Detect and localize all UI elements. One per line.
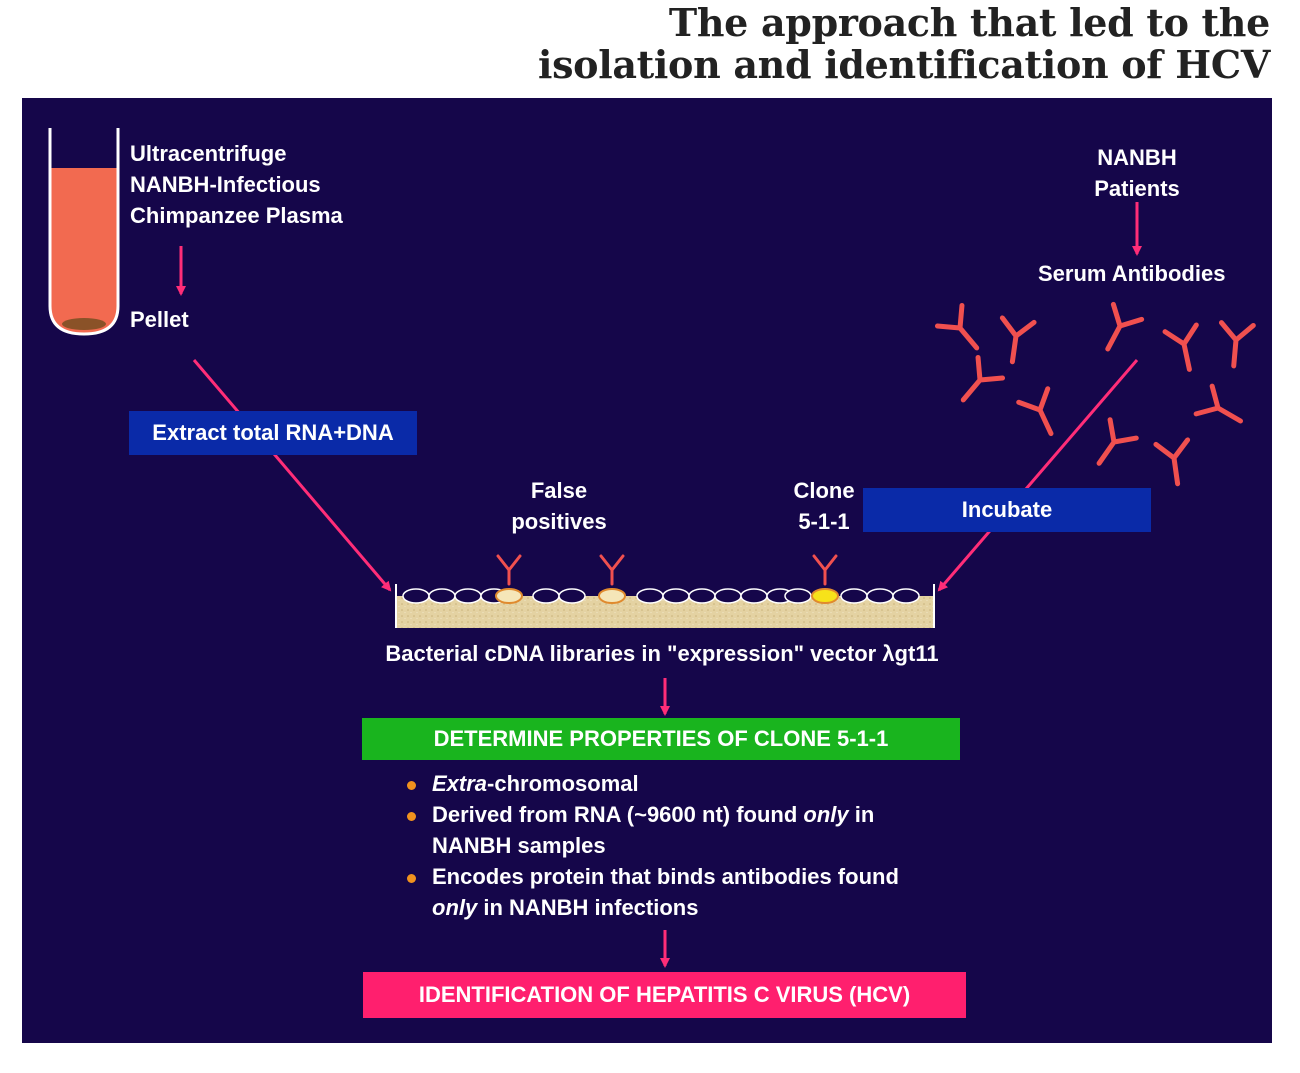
bullet-item-3-continued: only in NANBH infections (432, 895, 699, 920)
pellet-label: Pellet (130, 307, 189, 332)
false-positive-colony-2 (598, 588, 626, 604)
determine-properties-box: DETERMINE PROPERTIES OF CLONE 5-1-1 (362, 718, 960, 760)
false-positives-line-1: False (530, 478, 588, 503)
bullet-dot (407, 781, 416, 790)
patients-line-2: Patients (1094, 176, 1180, 201)
extract-box: Extract total RNA+DNA (129, 411, 417, 455)
clone-line-2: 5-1-1 (798, 509, 850, 534)
bullet-dot (407, 812, 416, 821)
false-positives-label: False positives (479, 475, 639, 537)
clone-line-1: Clone (793, 478, 855, 503)
title-line-1: The approach that led to the (668, 0, 1270, 45)
clone-properties-list: Extra-chromosomal Derived from RNA (~960… (404, 768, 964, 923)
diagram-graphics (48, 128, 1256, 968)
source-line-2: NANBH-Infectious (130, 172, 321, 197)
patients-line-1: NANBH (1097, 145, 1177, 170)
bullet-item-3: Encodes protein that binds antibodies fo… (404, 861, 964, 892)
source-line-1: Ultracentrifuge (130, 141, 287, 166)
arrow-pellet-to-library (192, 359, 392, 592)
false-positive-colony-1 (495, 588, 523, 604)
library-caption: Bacterial cDNA libraries in "expression"… (385, 641, 939, 666)
clone-colony (811, 588, 839, 604)
antibody-cluster-icon (934, 301, 1256, 487)
false-positives-line-2: positives (511, 509, 607, 534)
test-tube-icon (48, 128, 120, 336)
bullet-dot (407, 874, 416, 883)
diagram-panel: Ultracentrifuge NANBH-Infectious Chimpan… (22, 98, 1272, 1043)
bullet-item-2: Derived from RNA (~9600 nt) found only i… (404, 799, 964, 830)
bullet-item-2-continued: NANBH samples (432, 833, 606, 858)
source-description: Ultracentrifuge NANBH-Infectious Chimpan… (130, 138, 343, 231)
bound-antibody-icons (496, 554, 838, 586)
bacterial-library-plate (395, 584, 935, 628)
incubate-box: Incubate (863, 488, 1151, 532)
figure-title: The approach that led to the isolation a… (538, 2, 1270, 86)
source-line-3: Chimpanzee Plasma (130, 203, 343, 228)
title-line-2: isolation and identification of HCV (537, 42, 1270, 87)
hcv-identification-box: IDENTIFICATION OF HEPATITIS C VIRUS (HCV… (363, 972, 966, 1018)
serum-antibodies-label: Serum Antibodies (1038, 261, 1226, 286)
arrow-serum-to-library (937, 359, 1139, 592)
bullet-item-1: Extra-chromosomal (404, 768, 964, 799)
patients-label: NANBH Patients (1037, 142, 1237, 204)
clone-label: Clone 5-1-1 (774, 475, 874, 537)
